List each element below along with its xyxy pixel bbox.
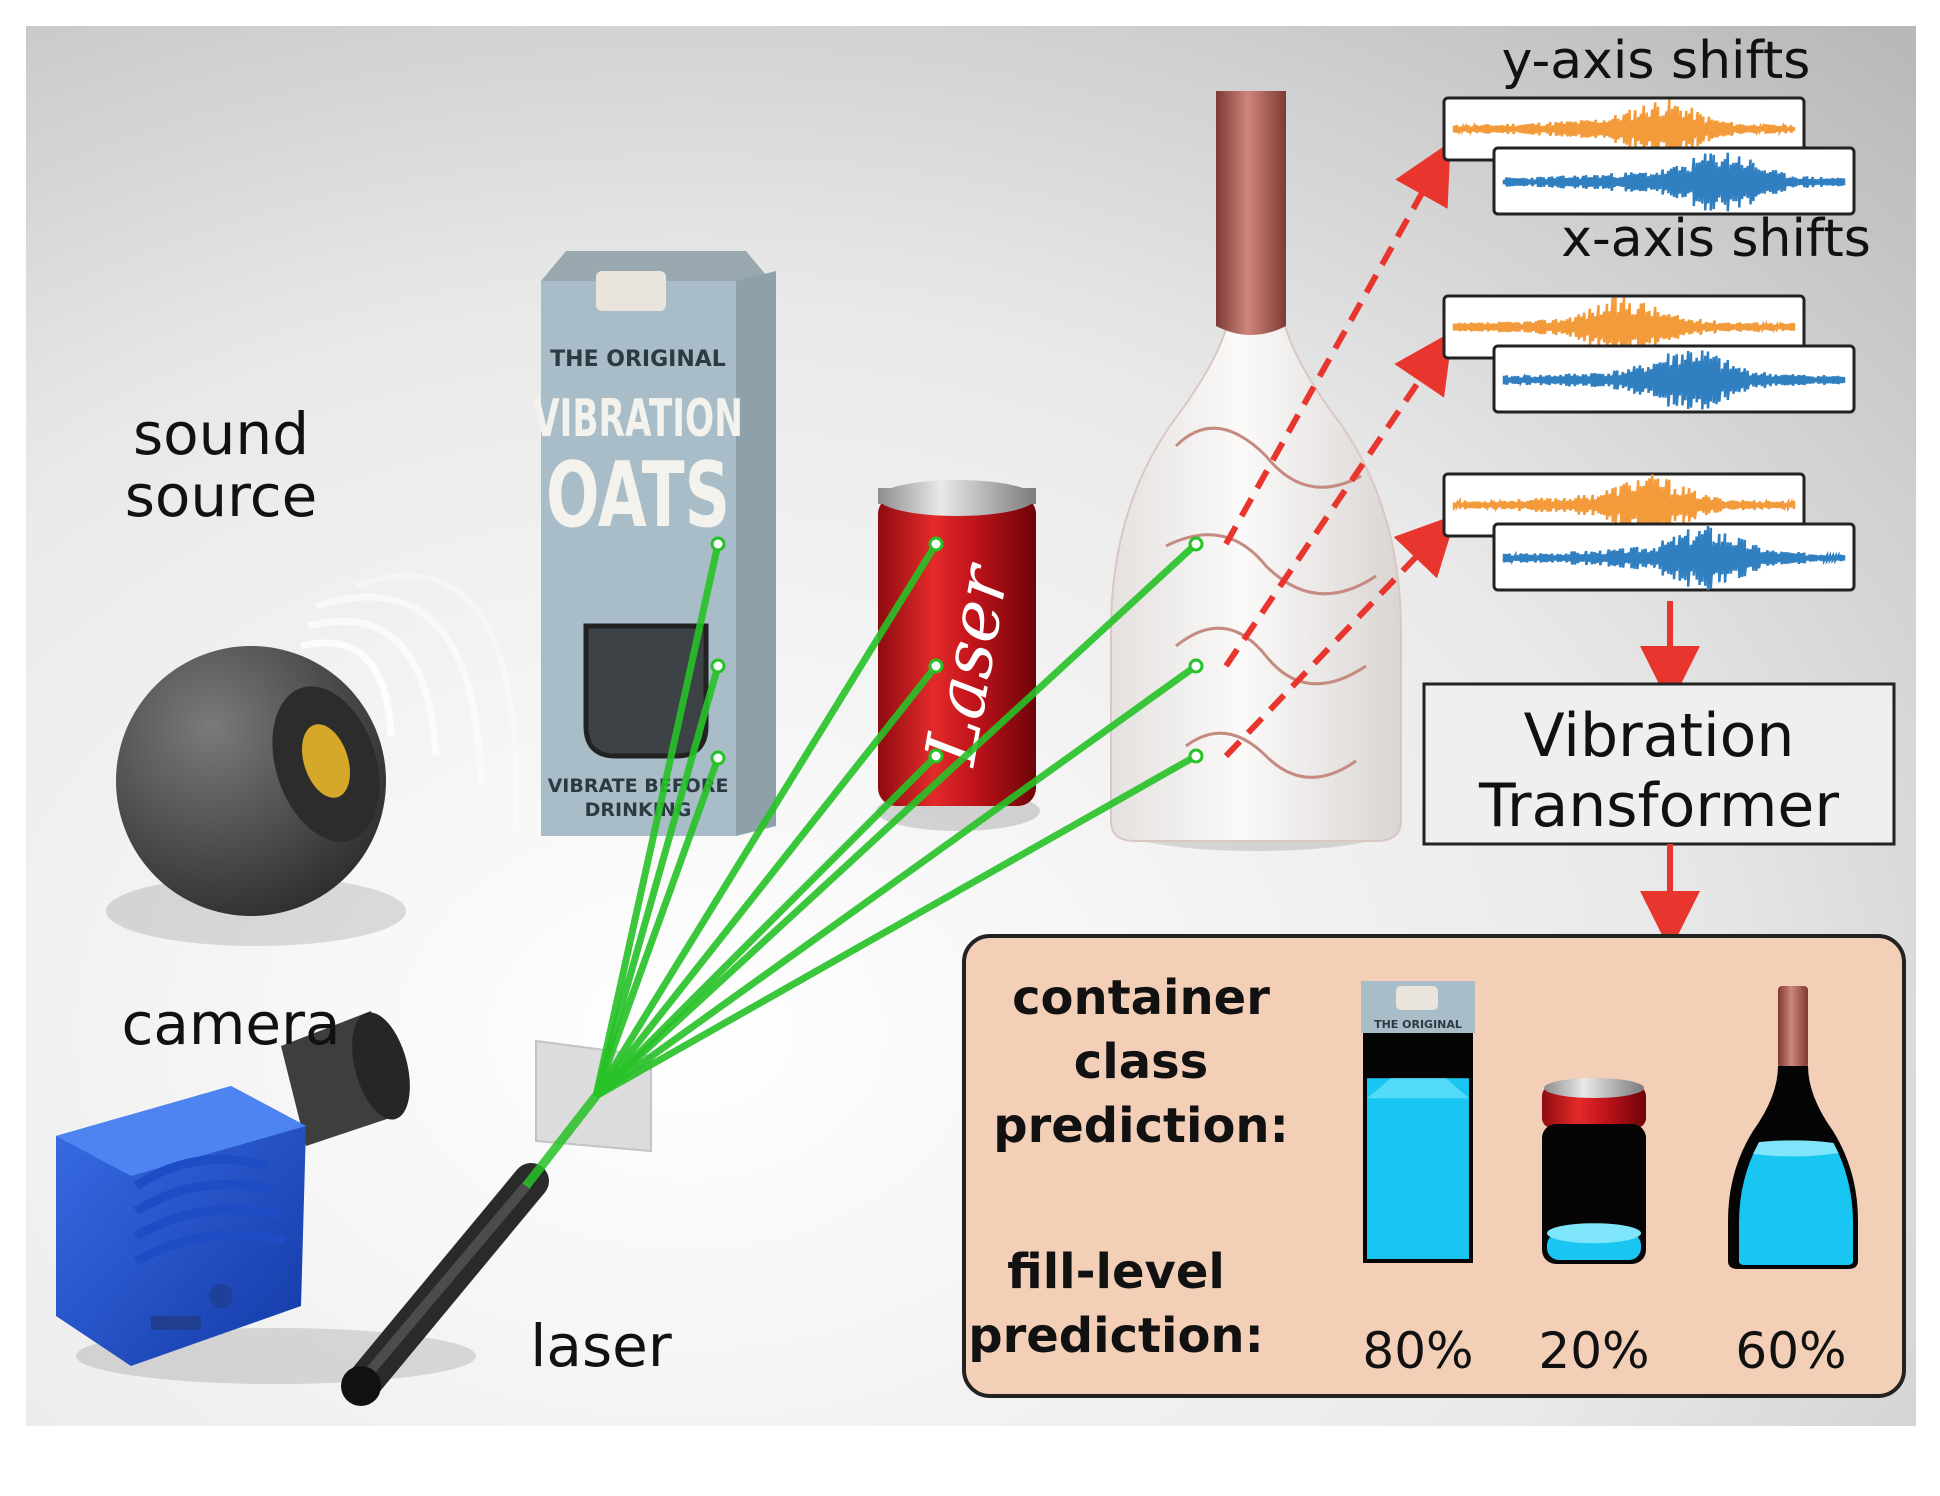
x-signal-wave-2 [1502, 350, 1846, 410]
laser-beams [522, 536, 1204, 1189]
laser-point-2 [710, 658, 726, 674]
arrow-top-point [1223, 141, 1451, 546]
laser-point-3 [710, 750, 726, 766]
laser-beam-1 [592, 543, 722, 1097]
carton-top-text: THE ORIGINAL [550, 347, 726, 372]
laser-point-9 [1188, 748, 1204, 764]
carton-bottom-2: DRINKING [585, 799, 692, 821]
bottle-body [1110, 100, 1402, 842]
class-pred-label-3: prediction: [993, 1098, 1289, 1154]
laser-pointer [341, 1163, 549, 1406]
laser-beam-8 [593, 663, 1199, 1099]
laser-beam-incoming [522, 1093, 600, 1189]
laser-beam-4 [593, 542, 939, 1098]
can-liquid-surface [1547, 1223, 1641, 1244]
laser-beam-7 [593, 541, 1199, 1099]
transformer-label-2: Transformer [1478, 771, 1839, 841]
mini-carton-text: THE ORIGINAL [1374, 1018, 1462, 1031]
fill-pred-label-2: prediction: [968, 1308, 1264, 1364]
laser-point-8 [1188, 658, 1204, 674]
fill-value-can: 20% [1538, 1322, 1649, 1380]
x-axis-label: x-axis shifts [1561, 209, 1871, 269]
fill-pred-label-1: fill-level [1007, 1244, 1225, 1300]
camera [56, 1011, 476, 1384]
signal-panels [1442, 96, 1856, 592]
x-signal-wave-3 [1502, 526, 1846, 590]
laser-point-7 [1188, 536, 1204, 552]
speaker-driver [302, 724, 350, 798]
laser-beam-9 [594, 752, 1198, 1100]
laser-point-4 [928, 536, 944, 552]
carton-brand-1: VIBRATION [533, 389, 743, 449]
sound-source-label-1: sound [133, 400, 309, 468]
arrow-bottom-point [1223, 514, 1457, 759]
transformer-label-1: Vibration [1524, 701, 1795, 771]
carton-brand-2: OATS [546, 444, 730, 548]
laser-point-1 [710, 536, 726, 552]
signal-arrows [1223, 141, 1457, 759]
carton-cap [596, 271, 666, 311]
mini-carton: THE ORIGINAL [1361, 981, 1475, 1263]
sound-source-label-2: source [125, 462, 318, 530]
y-signal-wave-1 [1452, 99, 1796, 159]
mini-bottle [1728, 986, 1858, 1269]
fill-value-carton: 80% [1362, 1322, 1473, 1380]
laser-beam-3 [592, 756, 722, 1098]
x-signal-wave-1 [1502, 152, 1846, 212]
y-axis-label: y-axis shifts [1502, 31, 1811, 91]
class-pred-label-2: class [1074, 1034, 1208, 1090]
carton-bottom-1: VIBRATE BEFORE [548, 775, 729, 797]
y-signal-wave-2 [1452, 297, 1796, 357]
laser-beam-5 [593, 663, 939, 1099]
y-signal-wave-3 [1452, 474, 1796, 536]
camera-label: camera [121, 990, 340, 1058]
diagram-scene: sound source camera laser THE ORIGINAL V… [26, 26, 1916, 1426]
bottle-foil [1216, 91, 1286, 335]
bottle-liquid-surface [1739, 1140, 1848, 1157]
oat-carton: THE ORIGINAL VIBRATION OATS VIBRATE BEFO… [533, 251, 776, 836]
carton-liquid-surface [1367, 1078, 1469, 1099]
bottle-liquid [1739, 1148, 1853, 1265]
mini-can [1542, 1078, 1646, 1264]
transformer-box [1422, 682, 1896, 846]
speaker [106, 573, 520, 946]
carton-liquid [1367, 1078, 1469, 1259]
laser-point-5 [928, 658, 944, 674]
fill-value-bottle: 60% [1735, 1322, 1846, 1380]
champagne-bottle [1110, 91, 1402, 851]
diagram-svg: sound source camera laser THE ORIGINAL V… [26, 26, 1916, 1426]
laser-label: laser [530, 1312, 672, 1380]
laser-beam-2 [592, 665, 722, 1097]
soda-can: Laser [876, 480, 1040, 831]
laser-point-6 [928, 748, 944, 764]
class-pred-label-1: container [1012, 970, 1270, 1026]
